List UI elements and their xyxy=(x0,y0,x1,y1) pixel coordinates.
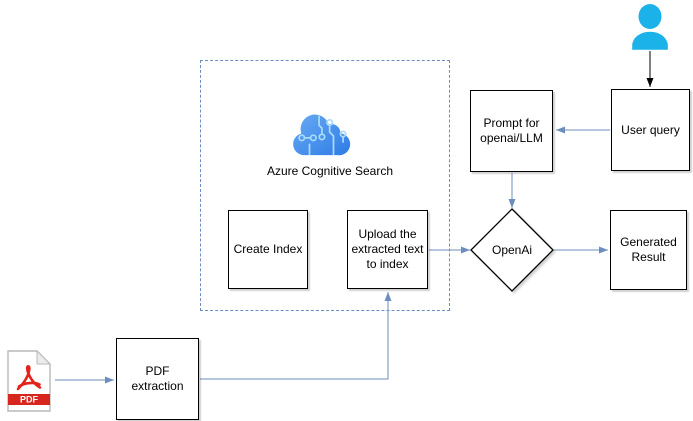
node-upload-to-index: Upload the extracted text to index xyxy=(347,210,428,289)
node-upload-to-index-label: Upload the extracted text to index xyxy=(351,227,424,271)
azure-cognitive-search-cloud-icon xyxy=(290,111,352,159)
pdf-badge-text: PDF xyxy=(20,395,39,405)
azure-search-container xyxy=(200,60,450,311)
node-prompt-for-openai: Prompt for openai/LLM xyxy=(470,90,553,172)
user-person-icon xyxy=(627,4,673,53)
openai-diamond-shape xyxy=(470,208,554,292)
node-generated-result-label: Generated Result xyxy=(620,235,677,264)
node-prompt-for-openai-label: Prompt for openai/LLM xyxy=(480,116,543,145)
node-user-query: User query xyxy=(611,89,690,171)
node-openai-decision: OpenAi xyxy=(469,207,555,293)
pdf-file-icon: PDF xyxy=(6,349,52,412)
node-openai-label: OpenAi xyxy=(491,243,533,257)
node-user-query-label: User query xyxy=(621,122,680,137)
node-generated-result: Generated Result xyxy=(610,210,687,290)
node-pdf-extraction: PDF extraction xyxy=(116,338,199,420)
azure-cognitive-search-label: Azure Cognitive Search xyxy=(266,164,394,178)
node-create-index-label: Create Index xyxy=(233,242,303,256)
node-create-index: Create Index xyxy=(228,210,308,289)
node-pdf-extraction-label: PDF extraction xyxy=(131,364,184,393)
